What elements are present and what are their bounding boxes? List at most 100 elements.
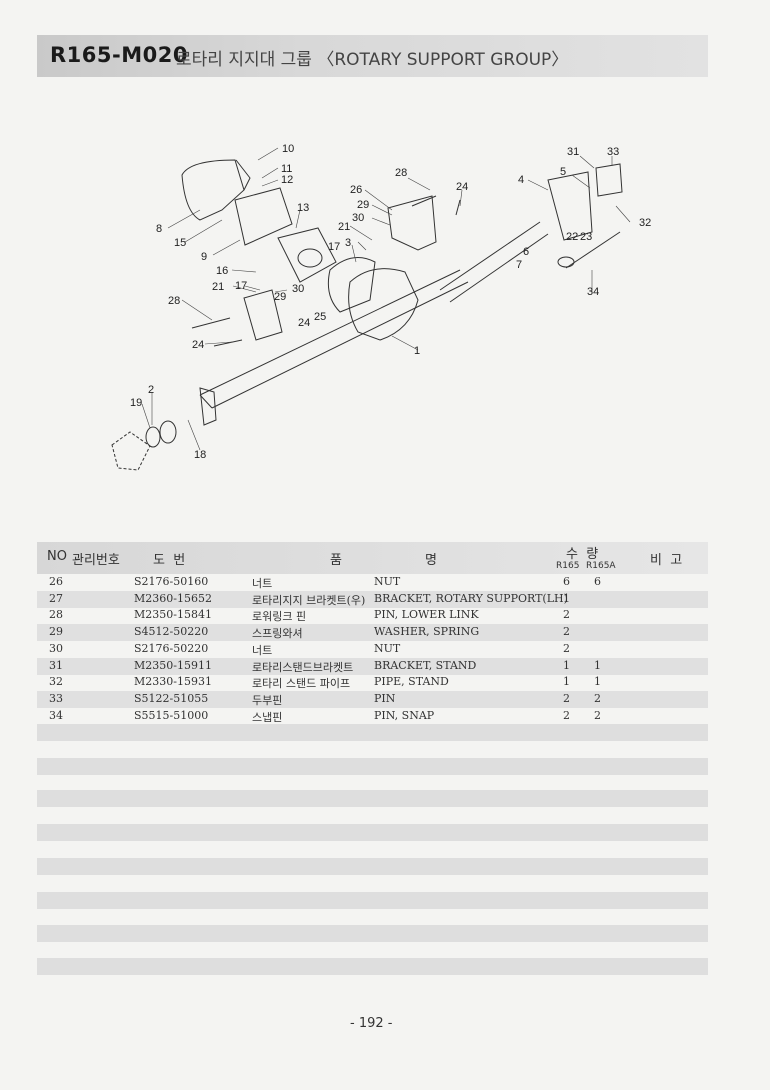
cell-drawing-number: S2176-50220 — [134, 642, 209, 655]
cell-qty-r165: 2 — [563, 692, 570, 705]
callout-labels: 10 11 12 13 8 15 9 16 17 3 28 26 29 30 2… — [130, 143, 651, 461]
table-row: 29 S4512-50220 스프링와셔 WASHER, SPRING 2 — [37, 624, 708, 641]
cell-name-en: PIN, SNAP — [374, 709, 435, 722]
callout: 34 — [587, 286, 599, 298]
cell-no: 33 — [49, 692, 63, 705]
cell-name-en: NUT — [374, 575, 401, 588]
callout: 2 — [148, 384, 154, 396]
cell-no: 27 — [49, 592, 63, 605]
cell-name-kr: 스냅핀 — [252, 711, 283, 724]
cell-name-en: PIN — [374, 692, 396, 705]
cell-qty-r165a: 6 — [594, 575, 601, 588]
cell-qty-r165: 2 — [563, 608, 570, 621]
callout: 16 — [216, 265, 228, 277]
col-mgmt-number: 관리번호 — [72, 553, 120, 568]
cell-qty-r165: 1 — [563, 675, 570, 688]
cell-drawing-number: M2330-15931 — [134, 675, 212, 688]
cell-qty-r165a: 2 — [594, 709, 601, 722]
col-remarks: 비 고 — [650, 553, 683, 568]
page-number: - 192 - — [350, 1016, 393, 1031]
cell-qty-r165a: 1 — [594, 675, 601, 688]
col-quantity-r165: R165 — [556, 561, 580, 571]
empty-row-stripe — [37, 892, 708, 909]
cell-no: 30 — [49, 642, 63, 655]
callout: 21 — [212, 281, 224, 293]
callout: 28 — [168, 295, 180, 307]
callout: 24 — [456, 181, 468, 193]
table-row: 26 S2176-50160 너트 NUT 6 6 — [37, 574, 708, 591]
callout: 3 — [345, 237, 351, 249]
cell-name-kr: 로타리 스탠드 파이프 — [252, 677, 351, 690]
callout: 13 — [297, 202, 309, 214]
cell-qty-r165: 2 — [563, 625, 570, 638]
callout: 17 — [235, 280, 247, 292]
empty-row-stripe — [37, 858, 708, 875]
callout: 24 — [298, 317, 310, 329]
col-name-part2: 명 — [425, 553, 437, 568]
callout: 29 — [357, 199, 369, 211]
cell-qty-r165a: 1 — [594, 659, 601, 672]
table-row: 32 M2330-15931 로타리 스탠드 파이프 PIPE, STAND 1… — [37, 674, 708, 691]
empty-row-stripe — [37, 958, 708, 975]
callout: 18 — [194, 449, 206, 461]
col-no: NO — [47, 549, 67, 564]
callout: 7 — [516, 259, 522, 271]
callout: 1 — [414, 345, 420, 357]
callout: 19 — [130, 397, 142, 409]
cell-no: 28 — [49, 608, 63, 621]
cell-qty-r165: 2 — [563, 642, 570, 655]
cell-drawing-number: M2350-15841 — [134, 608, 212, 621]
callout: 5 — [560, 166, 566, 178]
callout: 4 — [518, 174, 524, 186]
empty-row-stripe — [37, 758, 708, 775]
col-name-part1: 품 — [330, 553, 342, 568]
cell-drawing-number: S5515-51000 — [134, 709, 209, 722]
table-header — [37, 542, 708, 574]
section-code: R165-M020 — [50, 43, 188, 67]
callout: 23 — [580, 231, 592, 243]
table-row: 30 S2176-50220 너트 NUT 2 — [37, 641, 708, 658]
cell-name-kr: 너트 — [252, 644, 273, 657]
cell-drawing-number: S2176-50160 — [134, 575, 209, 588]
callout: 11 — [281, 163, 292, 175]
cell-qty-r165: 1 — [563, 592, 570, 605]
cell-qty-r165: 6 — [563, 575, 570, 588]
cell-name-en: BRACKET, STAND — [374, 659, 477, 672]
cell-drawing-number: M2350-15911 — [134, 659, 212, 672]
header-band — [37, 35, 708, 77]
callout: 9 — [201, 251, 207, 263]
empty-row-stripe — [37, 724, 708, 741]
cell-name-kr: 로타리지지 브라켓트(우) — [252, 594, 366, 607]
cell-drawing-number: M2360-15652 — [134, 592, 212, 605]
empty-row-stripe — [37, 790, 708, 807]
cell-drawing-number: S5122-51055 — [134, 692, 209, 705]
callout: 33 — [607, 146, 619, 158]
callout: 21 — [338, 221, 350, 233]
empty-row-stripe — [37, 824, 708, 841]
empty-row-stripe — [37, 925, 708, 942]
col-drawing-number: 도 번 — [153, 553, 186, 568]
cell-name-kr: 로워링크 핀 — [252, 610, 307, 623]
callout: 15 — [174, 237, 186, 249]
callout: 25 — [314, 311, 326, 323]
callout: 17 — [328, 241, 340, 253]
callout: 30 — [292, 283, 304, 295]
callout: 31 — [567, 146, 579, 158]
cell-drawing-number: S4512-50220 — [134, 625, 209, 638]
col-quantity-r165a: R165A — [586, 561, 616, 571]
cell-no: 31 — [49, 659, 63, 672]
callout: 26 — [350, 184, 362, 196]
cell-qty-r165: 2 — [563, 709, 570, 722]
cell-name-en: NUT — [374, 642, 401, 655]
callout-leaders — [141, 147, 631, 451]
callout: 8 — [156, 223, 162, 235]
cell-qty-r165: 1 — [563, 659, 570, 672]
callout: 30 — [352, 212, 364, 224]
cell-name-en: PIPE, STAND — [374, 675, 449, 688]
callout: 29 — [274, 291, 286, 303]
table-row: 27 M2360-15652 로타리지지 브라켓트(우) BRACKET, RO… — [37, 591, 708, 608]
table-row: 31 M2350-15911 로타리스탠드브라켓트 BRACKET, STAND… — [37, 658, 708, 675]
callout: 22 — [566, 231, 578, 243]
cell-no: 32 — [49, 675, 63, 688]
callout: 10 — [282, 143, 294, 155]
